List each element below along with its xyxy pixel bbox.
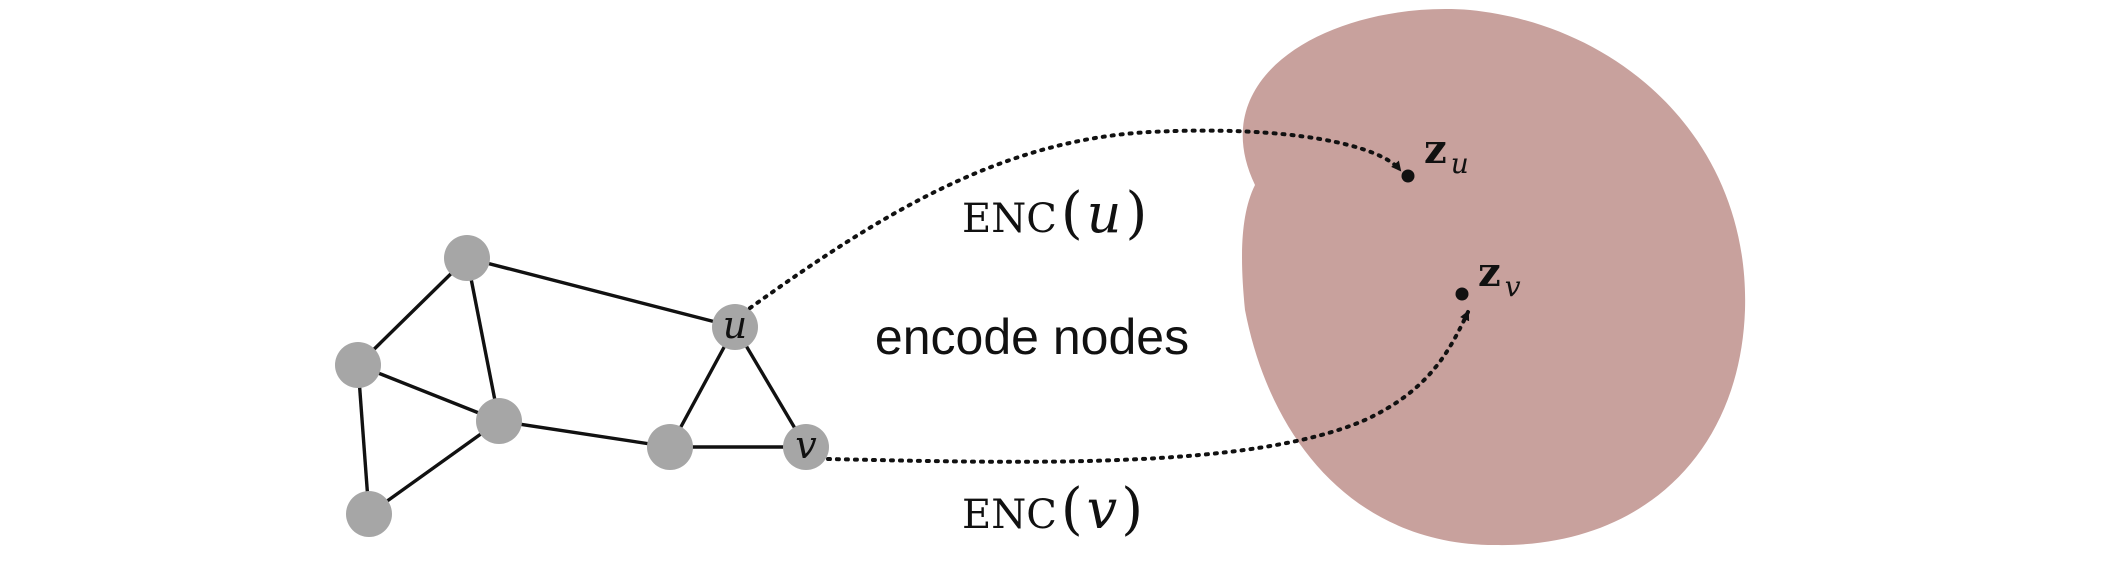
- mapping-arrow-u: [748, 128, 1402, 310]
- edge: [356, 256, 469, 367]
- graph-node: [346, 491, 392, 537]
- embedding-label-v-base: z: [1478, 249, 1501, 296]
- encoder-v-arg: v: [1087, 478, 1118, 541]
- graph-edges: [356, 256, 808, 516]
- encoder-v-prefix: ENC: [962, 492, 1057, 538]
- embedding-space: [1242, 9, 1746, 546]
- embedding-label-u-sub: u: [1451, 147, 1469, 180]
- encoder-v-open-paren: (: [1061, 477, 1083, 542]
- node-u-label: u: [723, 303, 747, 347]
- edge: [466, 256, 736, 329]
- encoder-label-u: ENC ( u ): [962, 181, 1147, 246]
- edge: [498, 419, 671, 449]
- edge: [368, 419, 500, 516]
- embedding-point-u: [1401, 169, 1415, 183]
- embedding-point-v: [1455, 287, 1469, 301]
- embedding-label-v: z v: [1478, 249, 1521, 303]
- encoder-u-close-paren: ): [1125, 181, 1147, 246]
- edge: [465, 257, 501, 422]
- graph-node: [476, 398, 522, 444]
- encoder-v-close-paren: ): [1121, 477, 1143, 542]
- mapping-arrow-v: [826, 310, 1470, 464]
- node-v-label: v: [795, 423, 817, 467]
- graph-node: [335, 342, 381, 388]
- encoder-u-arg: u: [1087, 182, 1122, 245]
- encoder-label-v: ENC ( v ): [962, 477, 1143, 542]
- encoder-u-open-paren: (: [1061, 181, 1083, 246]
- edge: [356, 364, 371, 515]
- graph-nodes: [335, 235, 829, 537]
- graph-node: [444, 235, 490, 281]
- embedding-label-v-sub: v: [1505, 270, 1521, 303]
- embedding-label-u-base: z: [1424, 126, 1447, 173]
- encoder-u-prefix: ENC: [962, 196, 1057, 242]
- edge: [733, 326, 808, 448]
- graph-node-v: [783, 424, 829, 470]
- encode-nodes-label: encode nodes: [875, 309, 1189, 365]
- graph-node-u: [712, 304, 758, 350]
- graph-node: [647, 424, 693, 470]
- edge: [357, 363, 500, 423]
- embedding-label-u: z u: [1424, 126, 1469, 180]
